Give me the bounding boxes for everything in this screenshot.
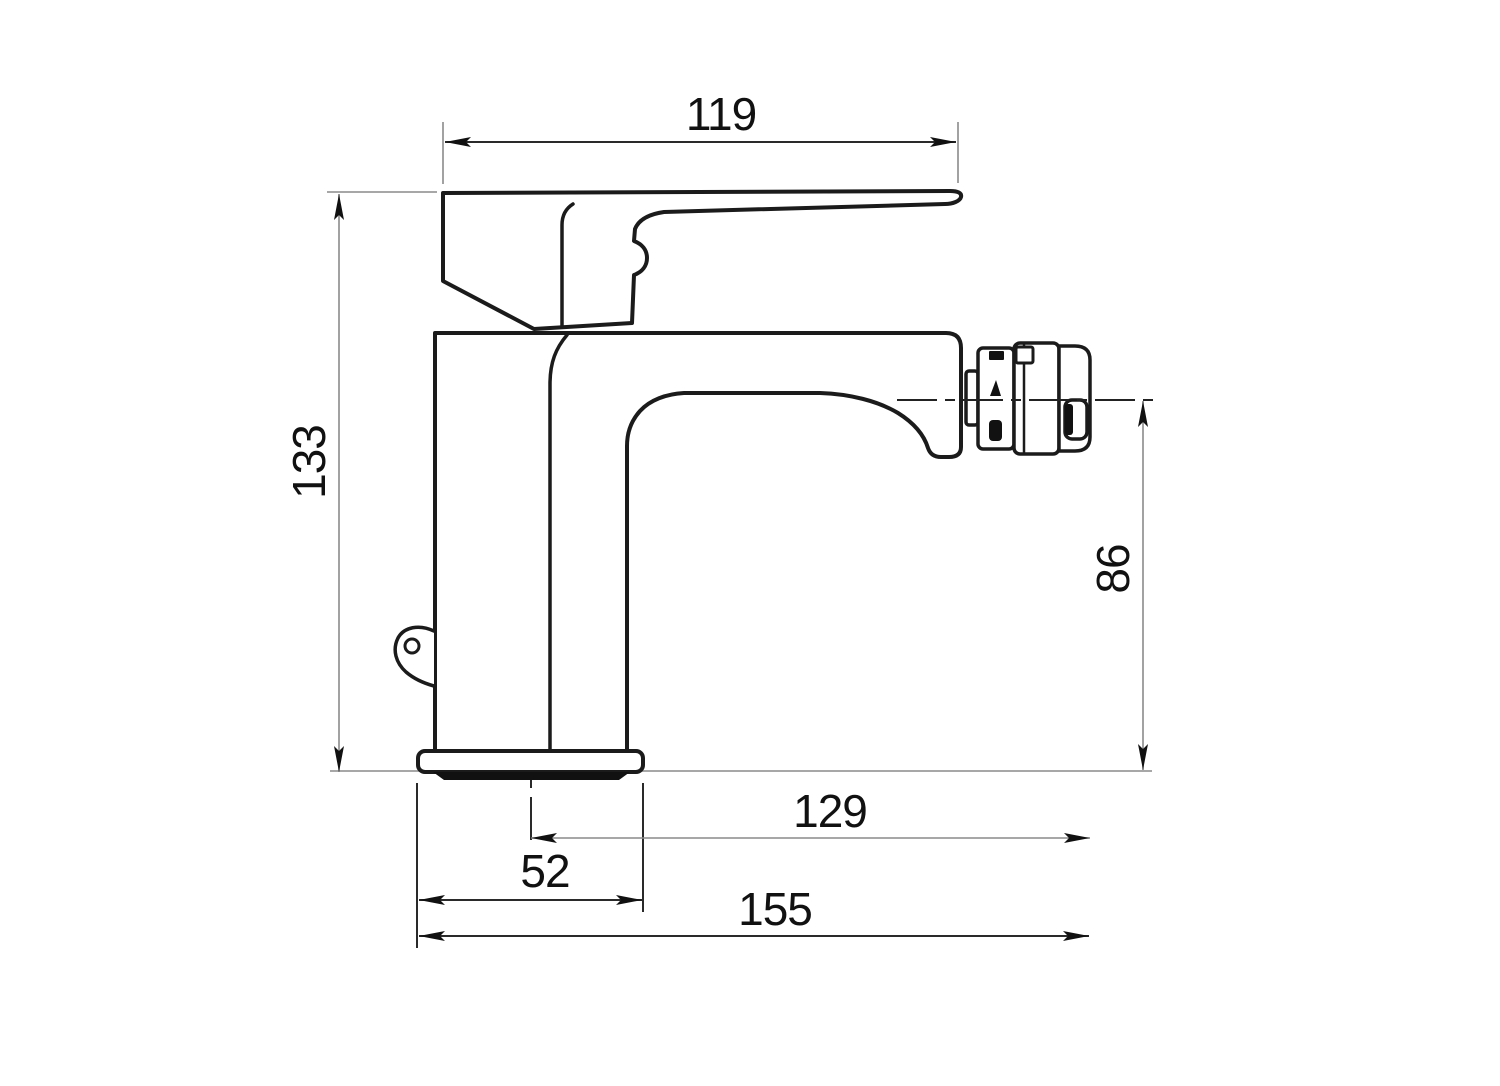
- dimension-lines: [338, 141, 1144, 937]
- faucet-handle-inner-line: [560, 202, 575, 328]
- faucet-body-inner-line: [548, 333, 569, 752]
- aerator-assembly: [964, 341, 1092, 456]
- arrow-52-left: [419, 895, 445, 905]
- arrow-155-right: [1063, 931, 1089, 941]
- faucet-body-spout: [433, 331, 963, 753]
- popup-rod-tab: [393, 625, 436, 688]
- faucet-outline: [393, 189, 1092, 780]
- aerator-outlet-dark: [1065, 404, 1073, 435]
- base-flange: [416, 749, 645, 774]
- arrow-133-down: [334, 746, 344, 772]
- dimension-label-base-width: 52: [520, 845, 570, 897]
- dimension-label-spout-reach: 129: [793, 785, 868, 837]
- arrow-119-right: [930, 137, 956, 147]
- arrow-129-left: [531, 833, 557, 843]
- arrow-52-right: [616, 895, 642, 905]
- base-gasket: [433, 772, 630, 780]
- dimension-label-handle-length: 119: [685, 88, 757, 140]
- cartridge-slot-bottom: [989, 420, 1002, 441]
- arrow-155-left: [419, 931, 445, 941]
- dimension-label-spout-height: 86: [1087, 544, 1139, 594]
- arrow-86-down: [1138, 744, 1148, 770]
- aerator-drum-notch: [1014, 345, 1035, 365]
- dimension-label-overall-reach: 155: [738, 883, 813, 935]
- popup-rod-tab-hole: [403, 637, 421, 655]
- arrow-86-up: [1138, 401, 1148, 427]
- cartridge-mark: [990, 380, 1001, 396]
- dimension-arrows: [334, 137, 1148, 941]
- dimension-label-overall-height: 133: [283, 425, 335, 499]
- cartridge-slot-top: [989, 351, 1004, 360]
- arrow-119-left: [445, 137, 471, 147]
- faucet-handle: [441, 189, 964, 331]
- arrow-133-up: [334, 194, 344, 220]
- aerator-washer: [964, 369, 980, 427]
- arrow-129-right: [1064, 833, 1090, 843]
